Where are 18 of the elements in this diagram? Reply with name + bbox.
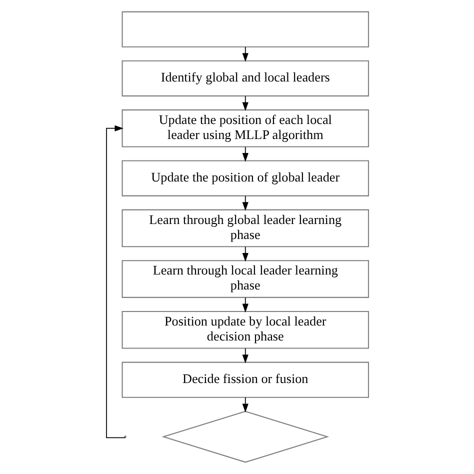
node-box (121, 11, 369, 48)
node-box: Decide fission or fusion (121, 362, 369, 398)
node-diamond (161, 410, 329, 463)
node-box: Learn through global leader learning phase (121, 209, 369, 248)
arrow (242, 96, 248, 111)
node-box: Identify global and local leaders (121, 60, 369, 96)
node-box: Learn through local leader learning phase (121, 260, 369, 298)
arrow (242, 196, 248, 211)
arrow (242, 348, 248, 364)
arrow (242, 146, 248, 162)
arrow (242, 297, 248, 313)
node-box: Update the position of global leader (121, 160, 369, 196)
arrow (242, 246, 248, 262)
arrow (242, 46, 248, 62)
arrow (106, 125, 126, 438)
arrow (242, 397, 248, 412)
node-box: Update the position of each local leader using MLLP algorithm (121, 109, 369, 148)
node-box: Position update by local leader decision phase (121, 310, 369, 349)
